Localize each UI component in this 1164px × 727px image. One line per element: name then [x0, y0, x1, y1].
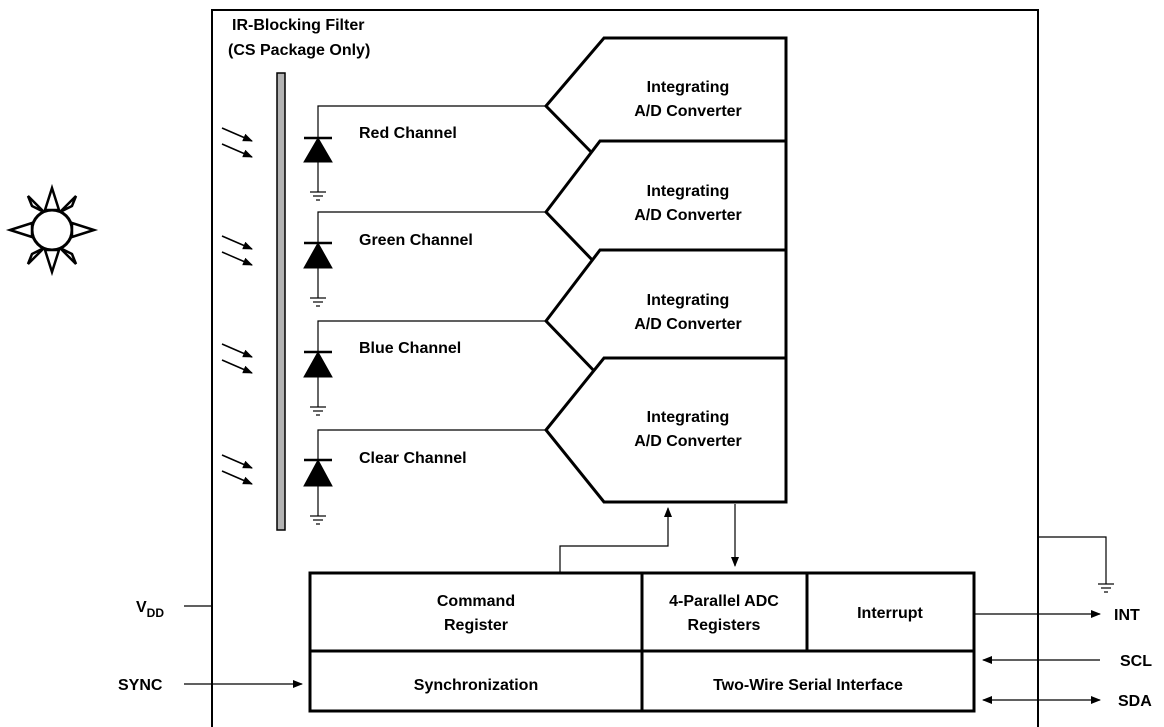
chip-outline: [211, 9, 1039, 727]
command-register-line2: Register: [444, 617, 508, 634]
sun-icon: [5, 183, 99, 277]
adc-registers-line2: Registers: [688, 617, 761, 634]
chip-ground-wire: [1038, 536, 1107, 570]
vdd-pin-label: VDD: [136, 599, 164, 620]
command-register-line1: Command: [437, 593, 515, 610]
filter-label-line1: IR-Blocking Filter: [232, 17, 364, 34]
ground-icon: [309, 392, 327, 416]
adc-label-line2: A/D Converter: [634, 207, 742, 224]
channel-label-blue: Blue Channel: [359, 340, 461, 357]
light-ray-icon: [221, 127, 253, 158]
sda-pin-label: SDA: [1118, 693, 1152, 710]
sync-pin-label: SYNC: [118, 677, 163, 694]
adc-label-line1: Integrating: [647, 292, 730, 309]
scl-pin-label: SCL: [1120, 653, 1152, 670]
ground-icon: [309, 283, 327, 307]
light-ray-icon: [221, 454, 253, 485]
ground-icon: [309, 501, 327, 525]
int-pin-label: INT: [1114, 607, 1140, 624]
filter-label-line2: (CS Package Only): [228, 42, 370, 59]
adc-label-line2: A/D Converter: [634, 103, 742, 120]
channel-label-clear: Clear Channel: [359, 450, 467, 467]
command-to-adc-wire: [559, 507, 672, 573]
photodiode-clear: [303, 429, 546, 525]
light-ray-icon: [221, 235, 253, 266]
photodiode-red: [303, 105, 546, 201]
serial-interface-label: Two-Wire Serial Interface: [713, 677, 903, 694]
photodiode-green: [303, 211, 546, 307]
ground-icon: [309, 177, 327, 201]
light-ray-icon: [221, 343, 253, 374]
ground-icon: [1097, 569, 1115, 593]
adc-label-line2: A/D Converter: [634, 316, 742, 333]
channel-label-red: Red Channel: [359, 125, 457, 142]
adc-registers-line1: 4-Parallel ADC: [669, 593, 779, 610]
adc-label-line2: A/D Converter: [634, 433, 742, 450]
vdd-subscript: DD: [147, 606, 165, 620]
ir-blocking-filter: [276, 72, 286, 531]
photodiode-blue: [303, 320, 546, 416]
adc-clear: Integrating A/D Converter: [544, 356, 788, 504]
adc-label-line1: Integrating: [647, 79, 730, 96]
interrupt-label: Interrupt: [857, 605, 923, 622]
register-block: [308, 571, 976, 713]
synchronization-label: Synchronization: [414, 677, 538, 694]
channel-label-green: Green Channel: [359, 232, 473, 249]
adc-label-line1: Integrating: [647, 183, 730, 200]
adc-label-line1: Integrating: [647, 409, 730, 426]
